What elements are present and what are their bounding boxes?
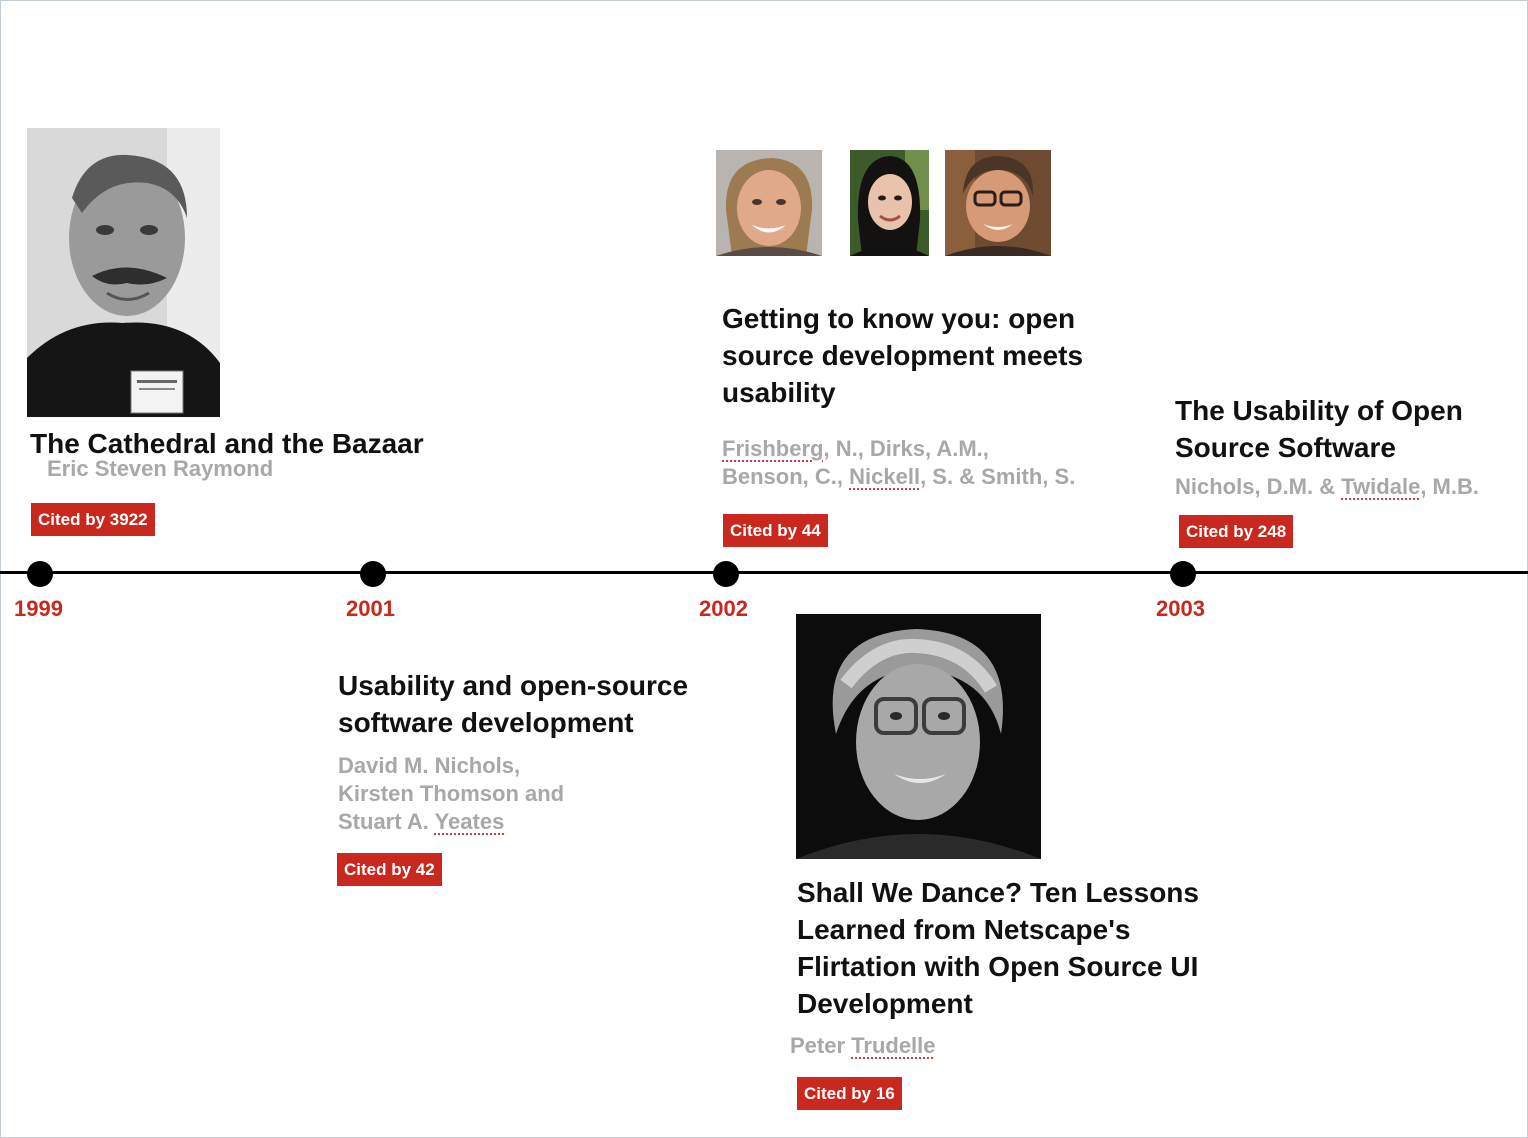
entry-authors-shall-we-dance: Peter Trudelle bbox=[790, 1032, 936, 1060]
title-line: software development bbox=[338, 707, 634, 738]
year-label-2002: 2002 bbox=[699, 596, 748, 621]
timeline-marker-2001 bbox=[360, 561, 386, 587]
timeline-marker-1999 bbox=[27, 561, 53, 587]
timeline-axis bbox=[0, 571, 1528, 574]
title-line: source development meets bbox=[722, 340, 1084, 371]
year-label-1999: 1999 bbox=[14, 596, 63, 621]
author-photo-raymond bbox=[27, 128, 220, 417]
authors-text: , S. & Smith, S. bbox=[920, 464, 1076, 489]
authors-text: , N., Dirks, A.M., bbox=[823, 436, 989, 461]
author-photo-trudelle bbox=[796, 614, 1041, 859]
title-line: Flirtation with Open Source UI bbox=[797, 951, 1199, 982]
authors-text: , M.B. bbox=[1420, 474, 1479, 499]
title-line: Development bbox=[797, 988, 973, 1019]
entry-authors-usability-oss: Nichols, D.M. & Twidale, M.B. bbox=[1175, 473, 1479, 501]
entry-authors-getting-to-know: Frishberg, N., Dirks, A.M., Benson, C., … bbox=[722, 435, 1075, 491]
authors-line: Frishberg, N., Dirks, A.M., bbox=[722, 435, 1075, 463]
authors-text: Nichols, D.M. & bbox=[1175, 474, 1342, 499]
cited-badge-usability-os[interactable]: Cited by 42 bbox=[337, 853, 442, 886]
title-line: Usability and open-source bbox=[338, 670, 689, 701]
entry-authors-cathedral: Eric Steven Raymond bbox=[47, 456, 274, 481]
authors-line: Stuart A. Yeates bbox=[338, 808, 564, 836]
authors-text: Stuart A. bbox=[338, 809, 435, 834]
author-photo-frishberg bbox=[716, 150, 822, 256]
title-line: Shall We Dance? Ten Lessons bbox=[797, 877, 1199, 908]
authors-text: Peter bbox=[790, 1033, 852, 1058]
author-photo-nickell bbox=[945, 150, 1051, 256]
entry-title-cathedral: The Cathedral and the Bazaar bbox=[30, 428, 424, 459]
spellcheck-word: Trudelle bbox=[851, 1033, 936, 1058]
authors-line: Kirsten Thomson and bbox=[338, 781, 565, 806]
title-line: The Usability of Open bbox=[1175, 395, 1463, 426]
title-line: usability bbox=[722, 377, 836, 408]
entry-title-usability-os: Usability and open-source software devel… bbox=[338, 667, 688, 741]
timeline-marker-2002 bbox=[713, 561, 739, 587]
authors-text: Benson, C., bbox=[722, 464, 850, 489]
timeline-marker-2003 bbox=[1170, 561, 1196, 587]
entry-authors-usability-os: David M. Nichols, Kirsten Thomson and St… bbox=[338, 752, 564, 836]
entry-title-shall-we-dance: Shall We Dance? Ten Lessons Learned from… bbox=[797, 874, 1199, 1022]
spellcheck-word: Twidale bbox=[1341, 474, 1421, 499]
spellcheck-word: Nickell bbox=[849, 464, 921, 489]
entry-title-getting-to-know: Getting to know you: open source develop… bbox=[722, 300, 1083, 411]
cited-badge-getting-to-know[interactable]: Cited by 44 bbox=[723, 514, 828, 547]
title-line: Getting to know you: open bbox=[722, 303, 1076, 334]
cited-badge-shall-we-dance[interactable]: Cited by 16 bbox=[797, 1077, 902, 1110]
spellcheck-word: Frishberg bbox=[722, 436, 824, 461]
author-photo-dirks bbox=[850, 150, 929, 256]
year-label-2001: 2001 bbox=[346, 596, 395, 621]
authors-line: Benson, C., Nickell, S. & Smith, S. bbox=[722, 463, 1075, 491]
year-label-2003: 2003 bbox=[1156, 596, 1205, 621]
spellcheck-word: Yeates bbox=[434, 809, 505, 834]
authors-line: David M. Nichols, bbox=[338, 753, 521, 778]
title-line: Learned from Netscape's bbox=[797, 914, 1131, 945]
cited-badge-cathedral[interactable]: Cited by 3922 bbox=[31, 503, 155, 536]
entry-title-usability-oss: The Usability of Open Source Software bbox=[1175, 392, 1463, 466]
title-line: Source Software bbox=[1175, 432, 1396, 463]
cited-badge-usability-oss[interactable]: Cited by 248 bbox=[1179, 515, 1294, 548]
